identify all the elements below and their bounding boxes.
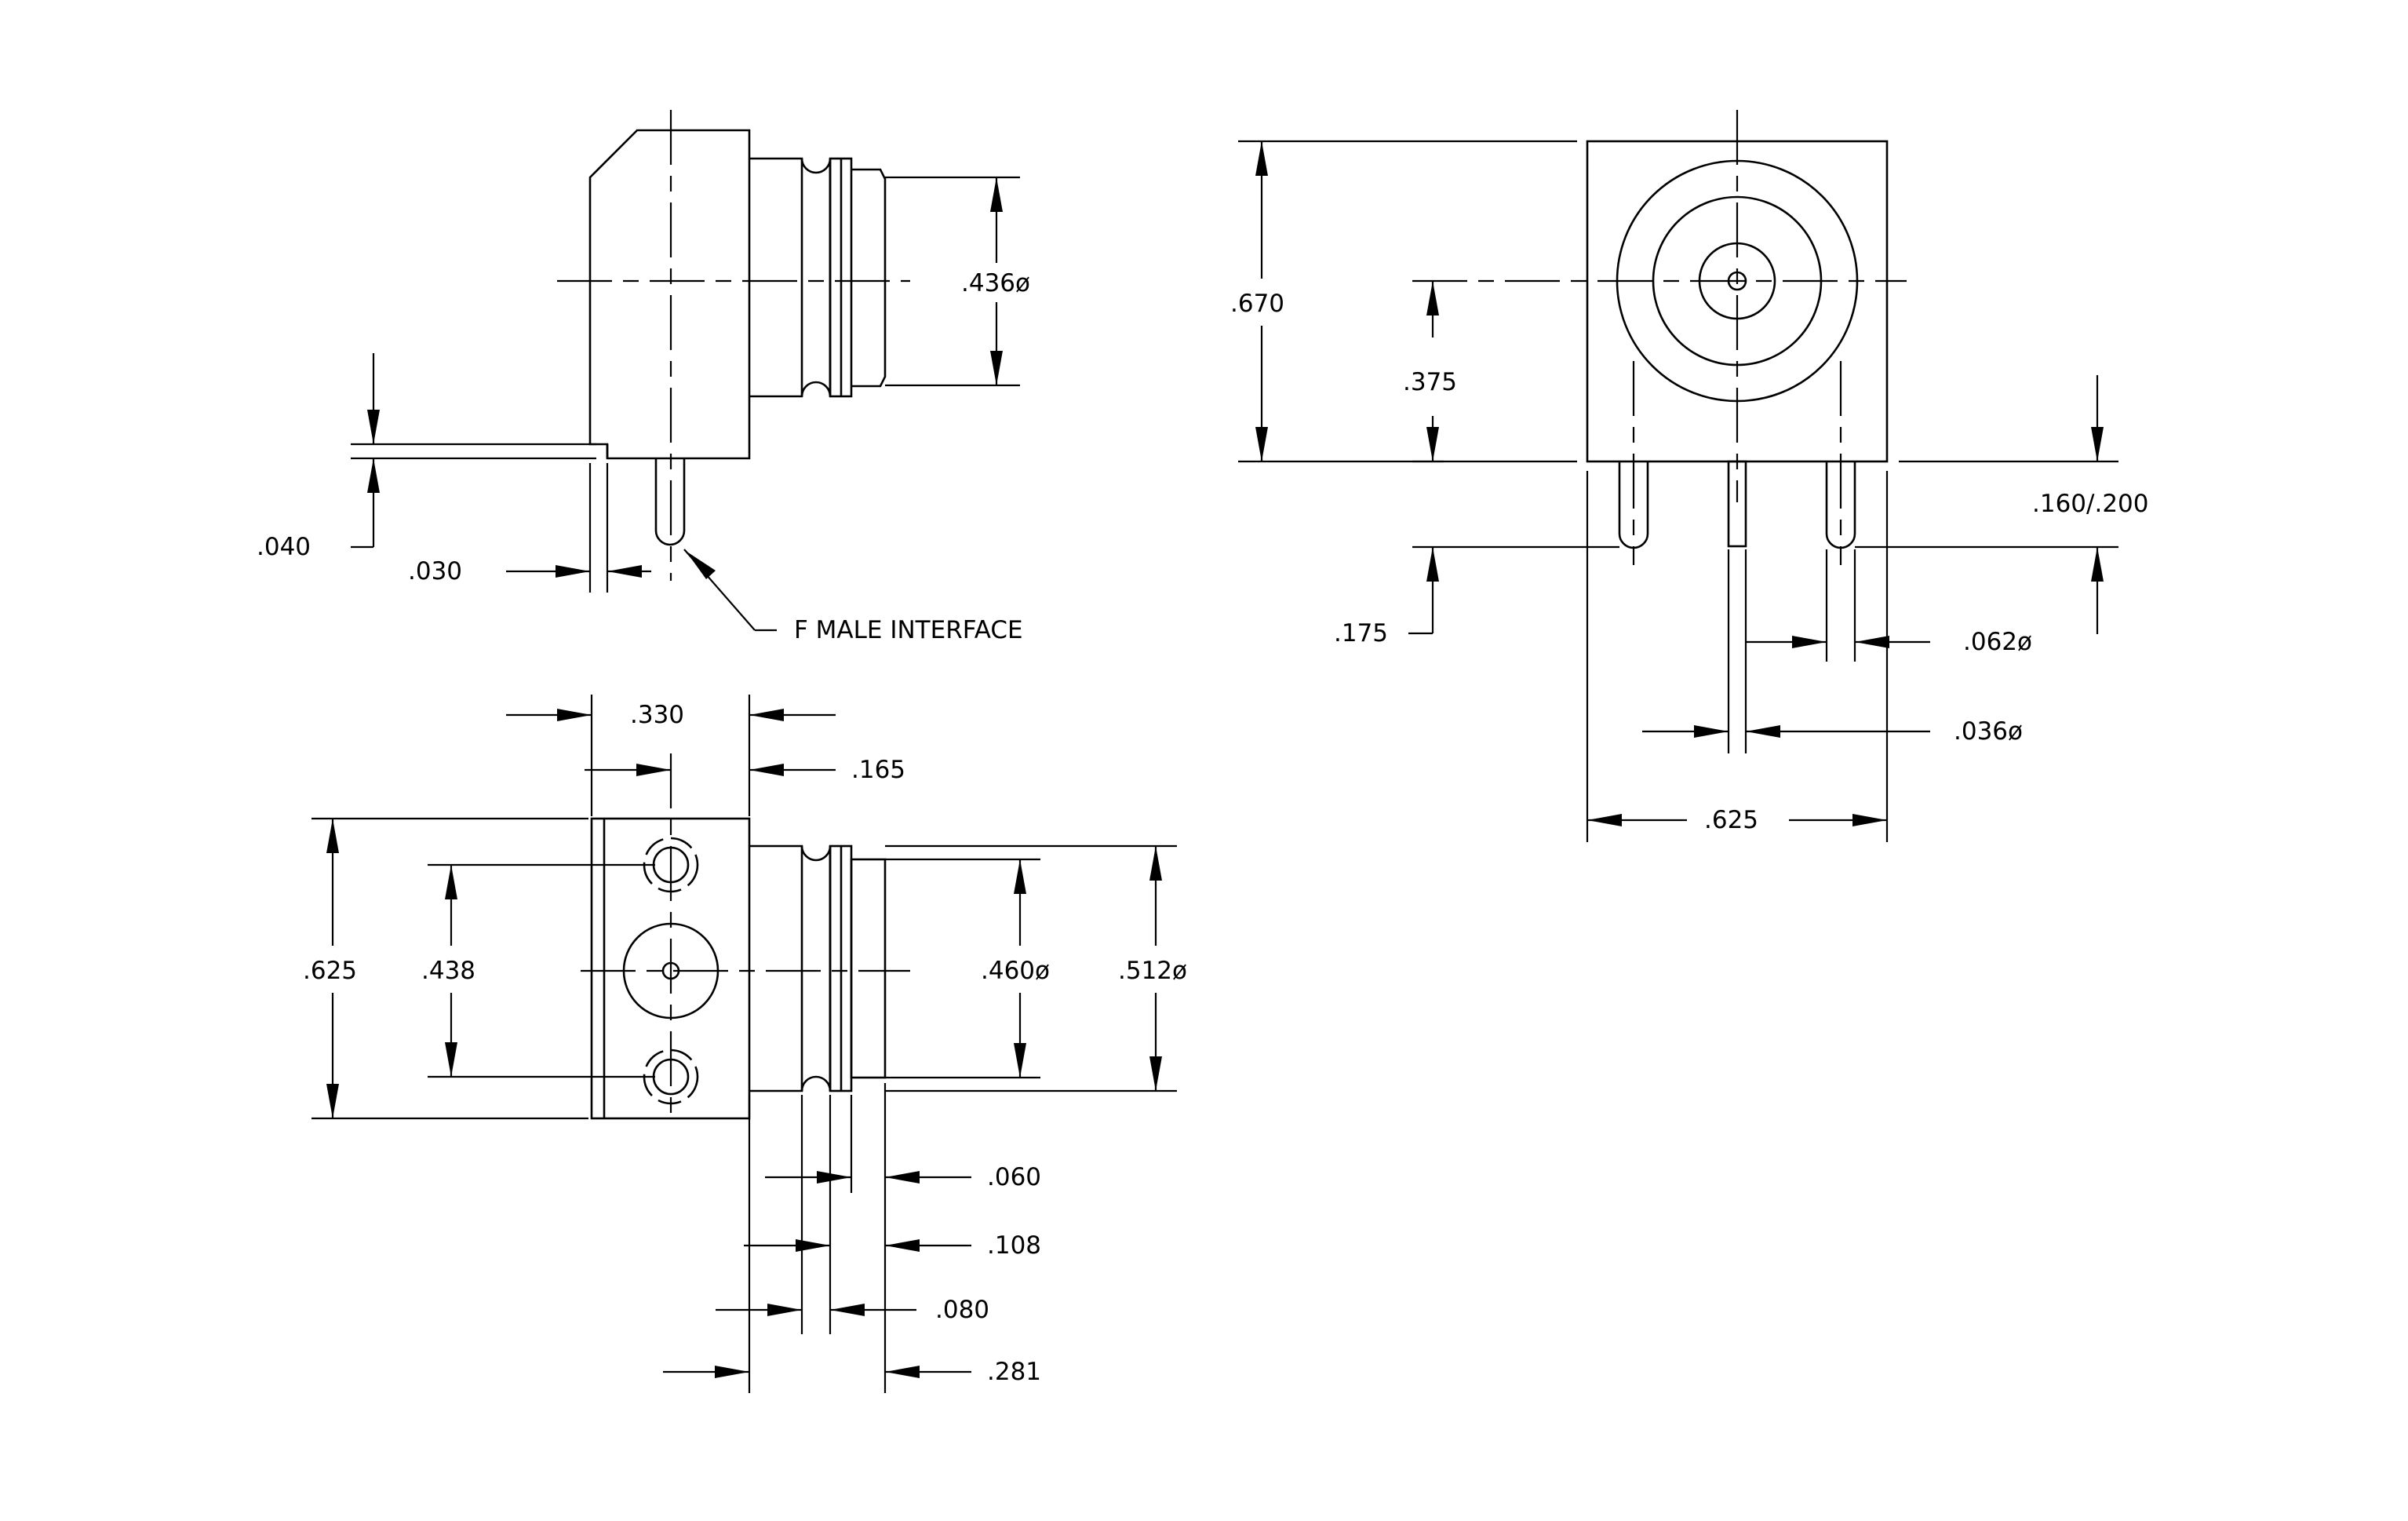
dim-460: .460ø xyxy=(981,957,1050,985)
bottom-view: .330 .165 .625 .438 .460ø xyxy=(303,695,1187,1393)
dim-625-front: .625 xyxy=(1704,806,1758,834)
side-view: .436ø .040 .030 F MALE INTERFACE xyxy=(257,110,1030,644)
annotation-f-male: F MALE INTERFACE xyxy=(794,616,1023,644)
dim-281: .281 xyxy=(987,1358,1041,1386)
dim-175: .175 xyxy=(1334,619,1388,647)
side-pin xyxy=(654,458,686,546)
bottom-barrel xyxy=(749,844,832,1092)
dim-436: .436ø xyxy=(961,269,1030,297)
dim-330: .330 xyxy=(630,701,684,729)
dim-040: .040 xyxy=(257,533,311,561)
dim-080: .080 xyxy=(935,1296,989,1324)
side-body-outline xyxy=(588,129,751,460)
front-pin-right xyxy=(1825,461,1856,549)
bottom-body xyxy=(590,817,751,1120)
front-view: .670 .375 .160/.200 .175 .062ø xyxy=(1230,110,2149,842)
side-barrel xyxy=(749,157,832,398)
side-thread-end xyxy=(851,168,887,388)
front-pin-left xyxy=(1618,461,1649,549)
dim-036: .036ø xyxy=(1954,717,2023,746)
dim-670: .670 xyxy=(1230,290,1284,318)
dim-375: .375 xyxy=(1403,368,1457,396)
dim-062: .062ø xyxy=(1963,628,2032,656)
dim-030: .030 xyxy=(408,557,462,585)
front-pin-center xyxy=(1727,460,1747,548)
dim-512: .512ø xyxy=(1118,957,1187,985)
dim-060: .060 xyxy=(987,1163,1041,1191)
dim-108: .108 xyxy=(987,1231,1041,1260)
dim-625-bottom: .625 xyxy=(303,957,357,985)
dim-165: .165 xyxy=(851,756,905,784)
dim-438: .438 xyxy=(421,957,475,985)
dim-160-200: .160/.200 xyxy=(2032,490,2149,518)
